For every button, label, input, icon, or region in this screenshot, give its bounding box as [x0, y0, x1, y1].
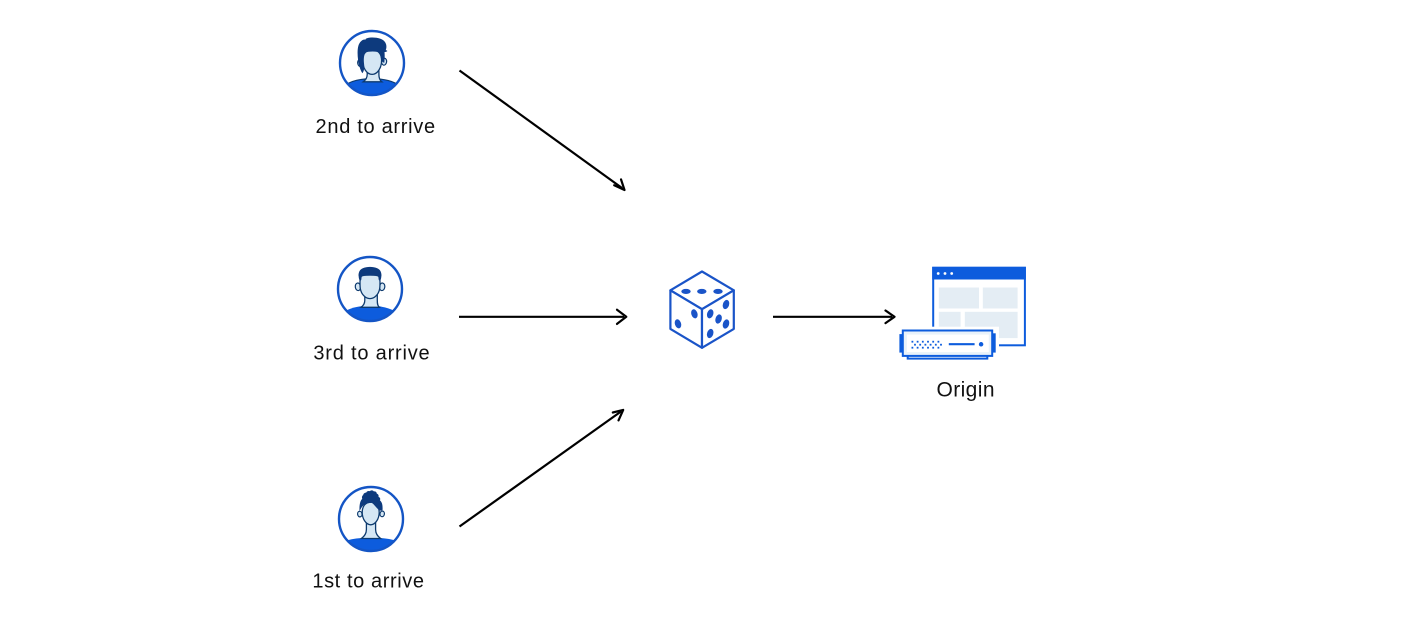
svg-text:Origin: Origin — [936, 379, 994, 402]
svg-text:2nd to arrive: 2nd to arrive — [316, 116, 436, 138]
svg-text:1st to arrive: 1st to arrive — [312, 571, 424, 593]
svg-text:3rd to arrive: 3rd to arrive — [313, 343, 430, 365]
